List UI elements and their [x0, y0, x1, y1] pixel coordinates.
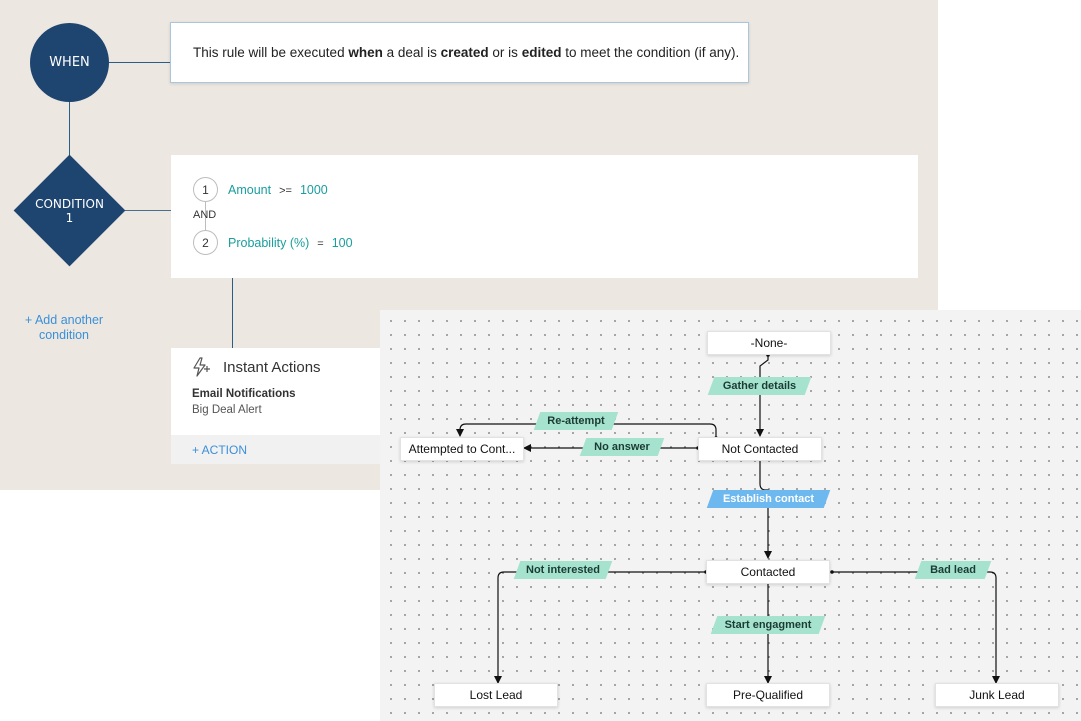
- email-notification-item[interactable]: Big Deal Alert: [192, 404, 262, 416]
- arrow-not-interested: [494, 571, 706, 684]
- criteria-value: 1000: [299, 183, 328, 197]
- transition-gather-details[interactable]: Gather details: [707, 377, 812, 395]
- when-node[interactable]: WHEN: [30, 23, 109, 102]
- instant-actions-header: Instant Actions: [191, 356, 321, 378]
- transition-arrows: [456, 353, 1000, 684]
- add-condition-link[interactable]: + Add another condition: [24, 313, 104, 342]
- connector-line: [125, 210, 171, 211]
- actions-footer: + ACTION: [171, 435, 401, 464]
- criteria-operator: =: [317, 238, 324, 250]
- transition-re-attempt[interactable]: Re-attempt: [533, 412, 619, 430]
- arrow-establish-contact: [759, 461, 772, 559]
- lightning-plus-icon: [193, 357, 210, 377]
- edited-keyword: edited: [521, 45, 562, 60]
- blueprint-canvas[interactable]: -None- Not Contacted Attempted to Cont..…: [380, 310, 1081, 721]
- state-contacted[interactable]: Contacted: [706, 560, 830, 584]
- condition-node-number: 1: [65, 210, 74, 225]
- criteria-join-line: [205, 202, 206, 231]
- when-description: This rule will be executed when a deal i…: [193, 45, 739, 60]
- state-pre-qualified[interactable]: Pre-Qualified: [706, 683, 830, 707]
- criteria-field: Amount: [228, 183, 272, 197]
- connector-line: [232, 278, 233, 348]
- when-text-middle: a deal is: [382, 45, 441, 60]
- when-text-suffix: to meet the condition (if any).: [561, 45, 740, 60]
- when-text-prefix: This rule will be executed: [193, 45, 349, 60]
- created-keyword: created: [440, 45, 489, 60]
- transition-start-engagement[interactable]: Start engagment: [710, 616, 826, 634]
- state-junk-lead[interactable]: Junk Lead: [935, 683, 1059, 707]
- when-node-label: WHEN: [49, 55, 90, 70]
- criteria-row-1[interactable]: Amount >= 1000: [228, 183, 328, 197]
- connector-line: [69, 102, 70, 156]
- condition-node-label: CONDITION: [35, 196, 104, 211]
- state-lost-lead[interactable]: Lost Lead: [434, 683, 558, 707]
- workflow-rule-panel: WHEN CONDITION 1 This rule will be execu…: [0, 0, 938, 490]
- instant-actions-card[interactable]: Instant Actions Email Notifications Big …: [171, 348, 401, 464]
- criteria-value: 100: [331, 236, 353, 250]
- criteria-field: Probability (%): [228, 236, 310, 250]
- criteria-number-2: 2: [193, 230, 218, 255]
- transition-no-answer[interactable]: No answer: [579, 438, 665, 456]
- when-keyword: when: [348, 45, 383, 60]
- criteria-row-2[interactable]: Probability (%) = 100: [228, 236, 353, 250]
- state-none[interactable]: -None-: [707, 331, 831, 355]
- when-description-card[interactable]: This rule will be executed when a deal i…: [170, 22, 749, 83]
- state-attempted-to-contact[interactable]: Attempted to Cont...: [400, 437, 524, 461]
- add-action-button[interactable]: + ACTION: [192, 443, 248, 457]
- email-notifications-title: Email Notifications: [192, 388, 296, 400]
- transition-establish-contact[interactable]: Establish contact: [706, 490, 831, 508]
- arrow-bad-lead: [832, 571, 1000, 684]
- state-not-contacted[interactable]: Not Contacted: [698, 437, 822, 461]
- when-text-middle: or is: [488, 45, 522, 60]
- condition-node[interactable]: CONDITION 1: [13, 154, 126, 267]
- criteria-join-label: AND: [193, 209, 217, 221]
- arrow-gather-details: [756, 355, 769, 437]
- transition-not-interested[interactable]: Not interested: [513, 561, 613, 579]
- condition-card[interactable]: 1 Amount >= 1000 AND 2 Probability (%) = 100: [171, 155, 918, 278]
- instant-actions-title: Instant Actions: [223, 358, 321, 376]
- transition-bad-lead[interactable]: Bad lead: [914, 561, 992, 579]
- criteria-number-1: 1: [193, 177, 218, 202]
- connector-line: [109, 62, 170, 63]
- criteria-operator: >=: [279, 185, 292, 197]
